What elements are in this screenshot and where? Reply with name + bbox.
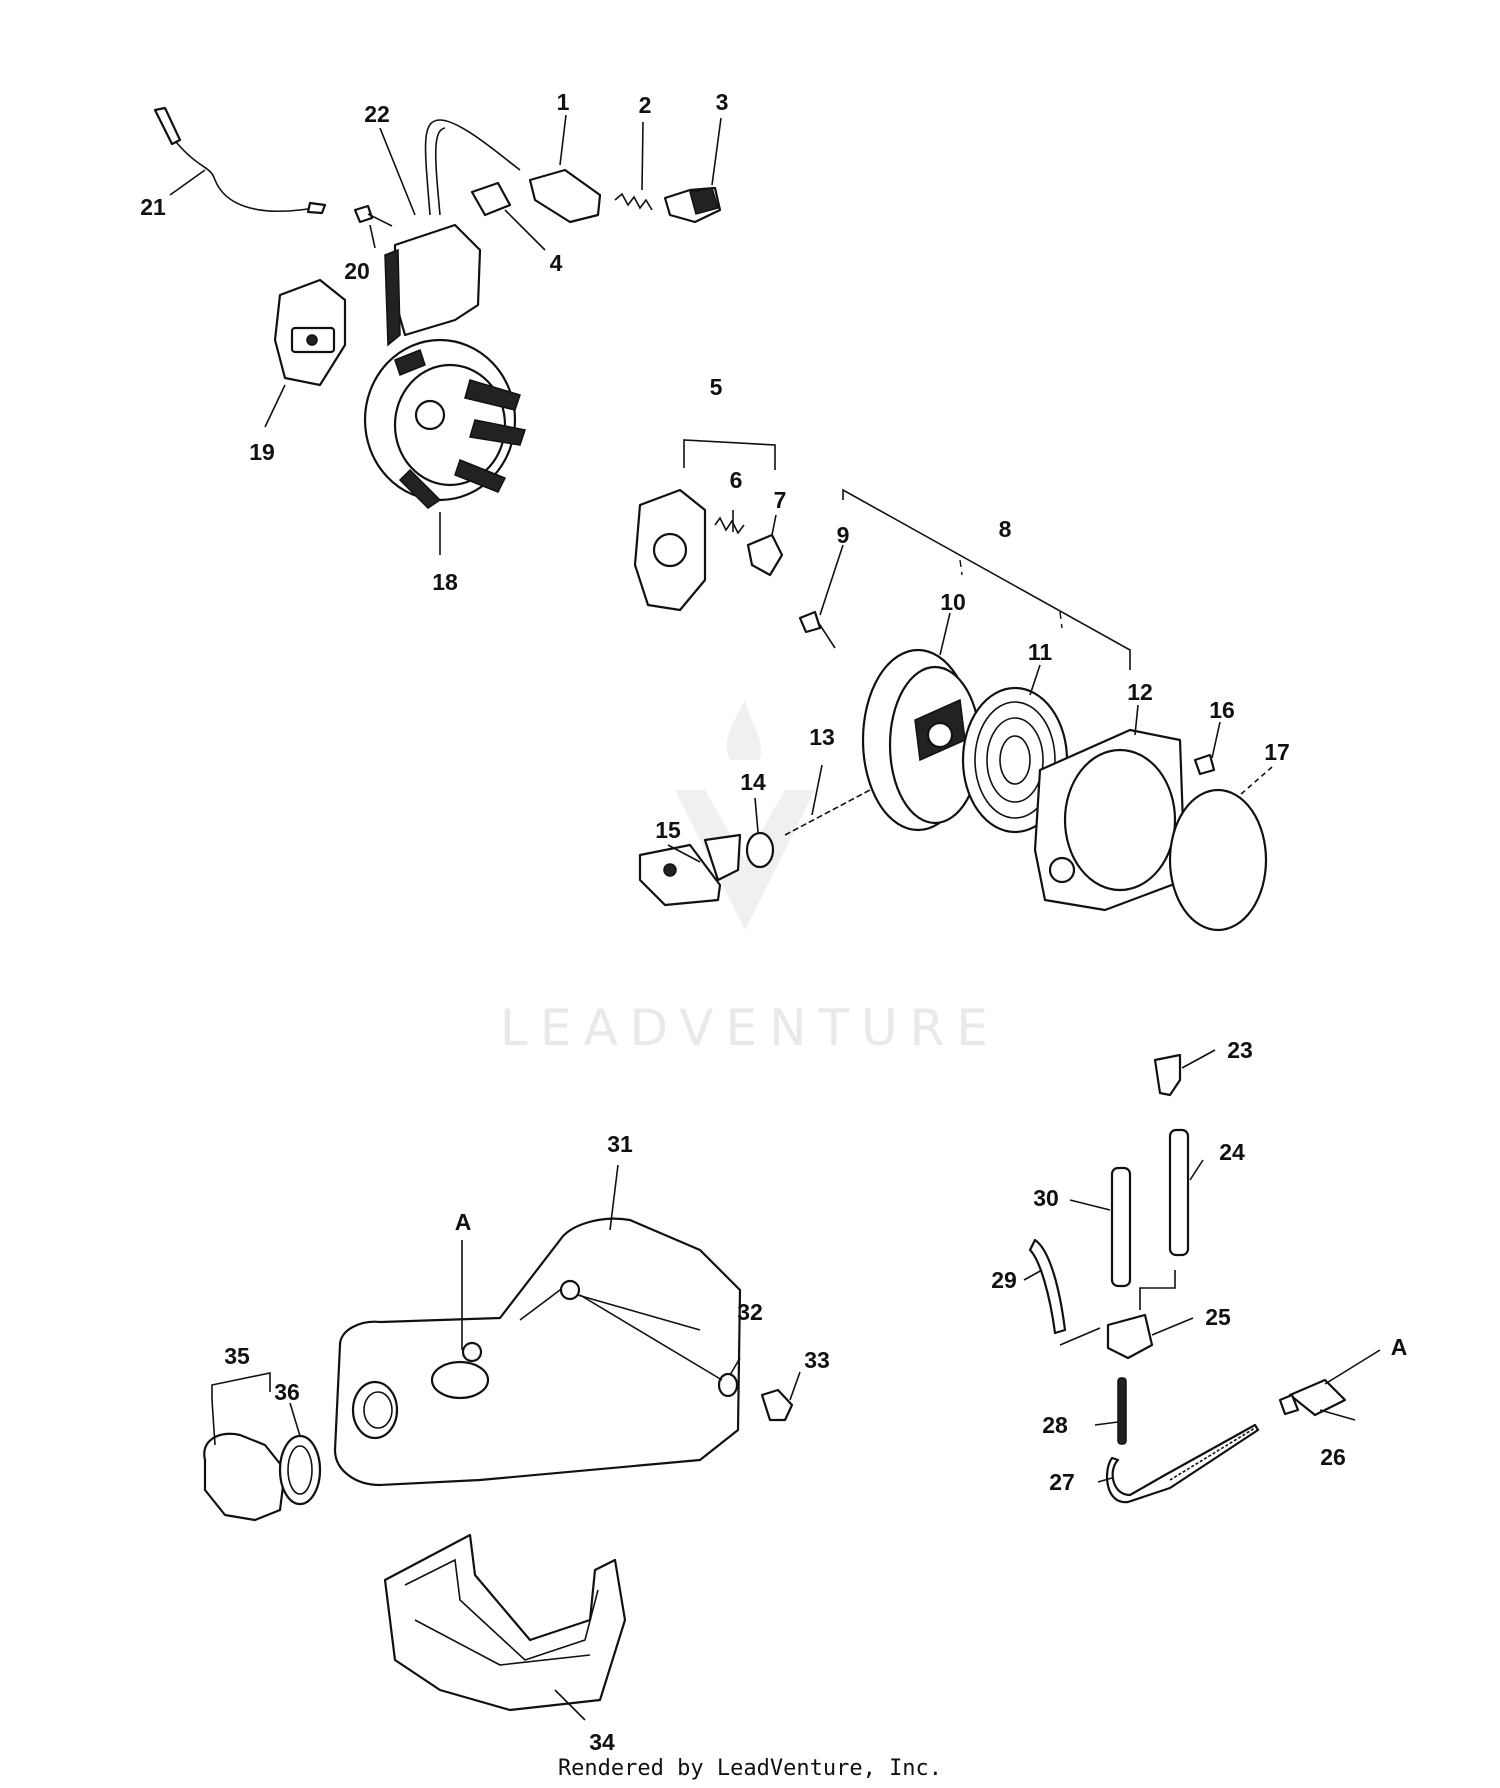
part-12-starter-housing [1033, 728, 1187, 912]
part-35-fuel-cap [203, 1432, 287, 1522]
watermark-logo [675, 700, 815, 930]
label-15: 15 [655, 817, 681, 843]
label-25: 25 [1205, 1304, 1231, 1330]
part-34-guard [383, 1533, 627, 1712]
callout-a-tank: A [455, 1209, 472, 1235]
label-35: 35 [224, 1343, 250, 1369]
part-28-tube [1117, 1377, 1127, 1445]
label-29: 29 [991, 1267, 1017, 1293]
watermark-text: LEADVENTURE [500, 999, 1000, 1057]
bracket-5 [683, 439, 776, 470]
part-32-washer [717, 1372, 739, 1398]
label-11: 11 [1028, 639, 1053, 665]
part-21-lead-wire [153, 106, 327, 215]
label-17: 17 [1264, 739, 1290, 765]
label-3: 3 [716, 89, 729, 115]
part-26-fuel-filter [1278, 1378, 1347, 1417]
part-23-filter-cap [1153, 1053, 1182, 1097]
label-26: 26 [1320, 1444, 1346, 1470]
label-28: 28 [1042, 1412, 1068, 1438]
part-24-tube [1168, 1128, 1190, 1257]
label-33: 33 [804, 1347, 830, 1373]
bracket-25 [1059, 1270, 1176, 1346]
part-4-boot [470, 181, 512, 217]
part-6-spring [714, 516, 745, 535]
label-13: 13 [809, 724, 835, 750]
part-15-handle [638, 833, 742, 907]
label-10: 10 [940, 589, 966, 615]
part-1-spark-plug-boot [528, 168, 602, 224]
part-30-tube [1110, 1166, 1132, 1288]
part-22-ignition-module [384, 119, 521, 347]
label-14: 14 [740, 769, 766, 795]
label-5: 5 [710, 374, 723, 400]
label-34: 34 [589, 1729, 615, 1755]
label-1: 1 [557, 89, 570, 115]
label-22: 22 [364, 101, 390, 127]
part-18-flywheel [363, 338, 526, 509]
label-2: 2 [639, 92, 652, 118]
part-16-screw [1193, 753, 1216, 776]
callout-a-filter: A [1391, 1334, 1408, 1360]
label-30: 30 [1033, 1185, 1059, 1211]
part-13-rope [784, 789, 871, 836]
part-33-bolt [760, 1388, 794, 1422]
part-36-gasket [278, 1434, 322, 1506]
part-19-clutch [273, 278, 347, 387]
bracket-8 [842, 488, 1131, 670]
leader-lines [169, 114, 1381, 1721]
fuel-tank-neck [351, 1380, 399, 1440]
part-27-fuel-line [1105, 1423, 1260, 1504]
bracket-35 [211, 1372, 271, 1400]
label-19: 19 [249, 439, 275, 465]
label-16: 16 [1209, 697, 1235, 723]
label-7: 7 [774, 487, 787, 513]
part-2-spring [614, 192, 653, 211]
label-8: 8 [999, 516, 1012, 542]
part-10-pulley [861, 648, 982, 832]
part-labels: 1 2 3 4 5 6 7 8 9 10 11 12 13 14 15 16 1… [140, 89, 1407, 1755]
part-5-clutch-assembly [633, 488, 707, 612]
label-12: 12 [1127, 679, 1153, 705]
part-25-grommet [1106, 1313, 1154, 1360]
label-6: 6 [730, 467, 743, 493]
part-20-screw [353, 204, 393, 227]
part-9-screw [798, 610, 836, 649]
part-29-hose [1028, 1238, 1067, 1335]
part-17-gasket [1168, 788, 1268, 932]
part-3-spark-plug [663, 186, 722, 224]
part-31-fuel-tank [333, 1217, 742, 1487]
label-4: 4 [550, 250, 563, 276]
label-21: 21 [140, 194, 166, 220]
label-36: 36 [274, 1379, 300, 1405]
label-32: 32 [737, 1299, 763, 1325]
label-23: 23 [1227, 1037, 1253, 1063]
label-24: 24 [1219, 1139, 1245, 1165]
label-18: 18 [432, 569, 458, 595]
label-9: 9 [837, 522, 850, 548]
label-31: 31 [607, 1131, 633, 1157]
label-20: 20 [344, 258, 370, 284]
label-27: 27 [1049, 1469, 1075, 1495]
part-7-shoe [746, 533, 784, 577]
footer-credit: Rendered by LeadVenture, Inc. [558, 1756, 942, 1781]
part-14-grommet [745, 831, 775, 869]
